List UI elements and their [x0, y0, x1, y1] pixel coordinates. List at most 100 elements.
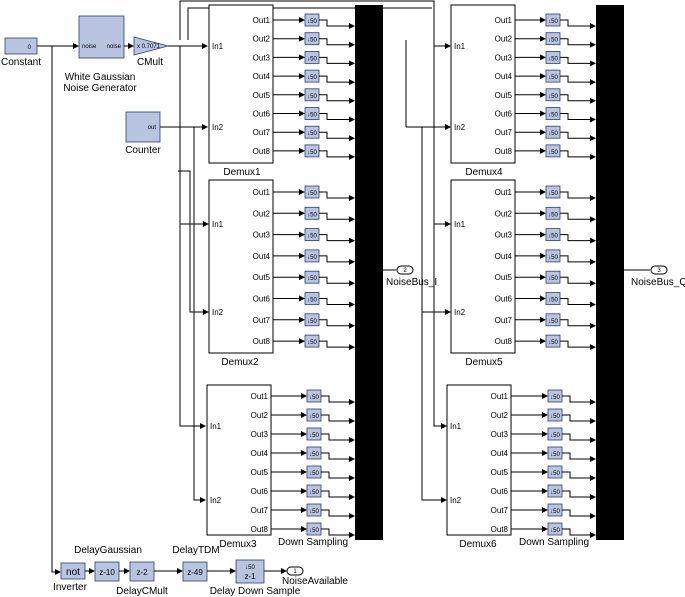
down-sample-text: ↓50 [307, 255, 317, 261]
demux-block[interactable] [208, 179, 274, 354]
inverter-block[interactable]: not [60, 562, 86, 580]
bus-creator-i[interactable] [355, 5, 383, 540]
wire-to-bus [319, 150, 355, 160]
wire-to-bus [319, 255, 355, 265]
wire-to-bus [560, 298, 596, 308]
down-sample-text: ↓50 [309, 414, 319, 420]
down-sample-text: ↓50 [309, 395, 319, 401]
demux-in2-label: In2 [450, 496, 462, 505]
constant-block[interactable]: 0 [4, 37, 38, 55]
wire-to-bus [562, 528, 596, 538]
demux-out-label: Out6 [495, 110, 513, 119]
down-sample-text: ↓50 [307, 75, 317, 81]
down-sample-text: ↓50 [309, 528, 319, 534]
svg-text:1: 1 [293, 569, 297, 575]
demux-block[interactable] [206, 384, 272, 536]
down-sample-text: ↓50 [309, 452, 319, 458]
down-sample-text: ↓50 [550, 528, 560, 534]
down-sample-text: ↓50 [550, 490, 560, 496]
wire-to-bus [321, 528, 355, 538]
wire-to-bus [562, 433, 596, 443]
wire-to-bus [562, 509, 596, 519]
demux-out-label: Out4 [495, 72, 513, 81]
wire-to-bus [321, 433, 355, 443]
demux-out-label: Out4 [491, 449, 509, 458]
svg-text:out: out [148, 125, 157, 131]
demux-block[interactable] [450, 179, 516, 354]
noisebus-q-port[interactable]: 3 [650, 265, 668, 275]
down-sample-text: ↓50 [309, 471, 319, 477]
down-sample-text: ↓50 [307, 298, 317, 304]
delay-down-sample-block[interactable]: ↓50 z-1 [235, 559, 265, 584]
demux-out-label: Out8 [253, 147, 271, 156]
demux-out-label: Out2 [253, 35, 271, 44]
top-frame-wire-2 [187, 7, 432, 40]
down-sample-text: ↓50 [548, 38, 558, 44]
delay-gaussian-block[interactable]: z-10 [94, 561, 120, 582]
down-sample-text: ↓50 [548, 212, 558, 218]
white-gaussian-noise-generator-block[interactable]: noise noise [78, 15, 125, 59]
svg-text:↓50: ↓50 [245, 565, 255, 571]
demux-out-label: Out5 [491, 468, 509, 477]
down-sample-text: ↓50 [309, 509, 319, 515]
demux-block[interactable] [208, 4, 274, 164]
noise-available-port[interactable]: 1 [286, 566, 304, 576]
demux-out-label: Out6 [251, 487, 269, 496]
demux-in1-label: In1 [454, 42, 466, 51]
trunk-i-in2 [193, 127, 206, 503]
wire-to-bus [560, 131, 596, 142]
wire-to-bus [319, 234, 355, 244]
constant-label: Constant [1, 57, 41, 68]
demux-out-label: Out2 [495, 209, 513, 218]
svg-text:3: 3 [657, 268, 661, 274]
trunk-demux2-in2 [178, 170, 209, 315]
demux-out-label: Out3 [495, 53, 513, 62]
demux-out-label: Out8 [251, 525, 269, 534]
wire-to-bus [560, 56, 596, 67]
down-sample-text: ↓50 [307, 150, 317, 156]
down-sample-text: ↓50 [550, 395, 560, 401]
wire-to-bus [321, 452, 355, 462]
counter-block[interactable]: out [125, 111, 161, 143]
svg-text:z-10: z-10 [99, 568, 115, 577]
demux-label: Demux6 [459, 539, 497, 550]
down-sample-text: ↓50 [548, 131, 558, 137]
down-sample-text: ↓50 [307, 94, 317, 100]
down-sample-text: ↓50 [550, 471, 560, 477]
demux-in1-label: In1 [212, 220, 224, 229]
wire-to-bus [562, 471, 596, 481]
demux-in2-label: In2 [210, 496, 222, 505]
svg-text:z-49: z-49 [187, 568, 203, 577]
down-sample-text: ↓50 [307, 276, 317, 282]
noisebus-i-port[interactable]: 2 [396, 265, 414, 275]
wire-to-bus [560, 191, 596, 201]
demux-out-label: Out7 [495, 128, 513, 137]
demux-out-label: Out7 [495, 316, 513, 325]
demux-out-label: Out1 [253, 188, 271, 197]
delay-tdm-block[interactable]: z-49 [182, 561, 208, 582]
demux-block[interactable] [446, 384, 512, 536]
svg-text:z-2: z-2 [136, 568, 148, 577]
demux-label: Demux2 [221, 357, 259, 368]
wire-to-bus [560, 340, 596, 351]
demux-out-label: Out8 [495, 147, 513, 156]
down-sample-text: ↓50 [550, 433, 560, 439]
svg-text:noise: noise [107, 44, 122, 50]
demux-out-label: Out7 [253, 128, 271, 137]
wire-to-bus [562, 414, 596, 424]
demux-out-label: Out8 [495, 337, 513, 346]
wire-to-bus [321, 490, 355, 500]
cmult-block[interactable]: x 0.7071 [133, 36, 170, 56]
counter-label: Counter [125, 145, 161, 156]
bus-creator-q[interactable] [596, 5, 624, 540]
delay-gaussian-label: DelayGaussian [74, 545, 142, 556]
down-sample-text: ↓50 [548, 319, 558, 325]
wire-to-bus [319, 191, 355, 201]
wgn-label-2: Noise Generator [63, 83, 137, 94]
wire-to-bus [321, 509, 355, 519]
delay-cmult-block[interactable]: z-2 [129, 561, 155, 582]
demux-label: Demux5 [465, 357, 503, 368]
demux-block[interactable] [450, 4, 516, 164]
down-sample-text: ↓50 [307, 19, 317, 25]
